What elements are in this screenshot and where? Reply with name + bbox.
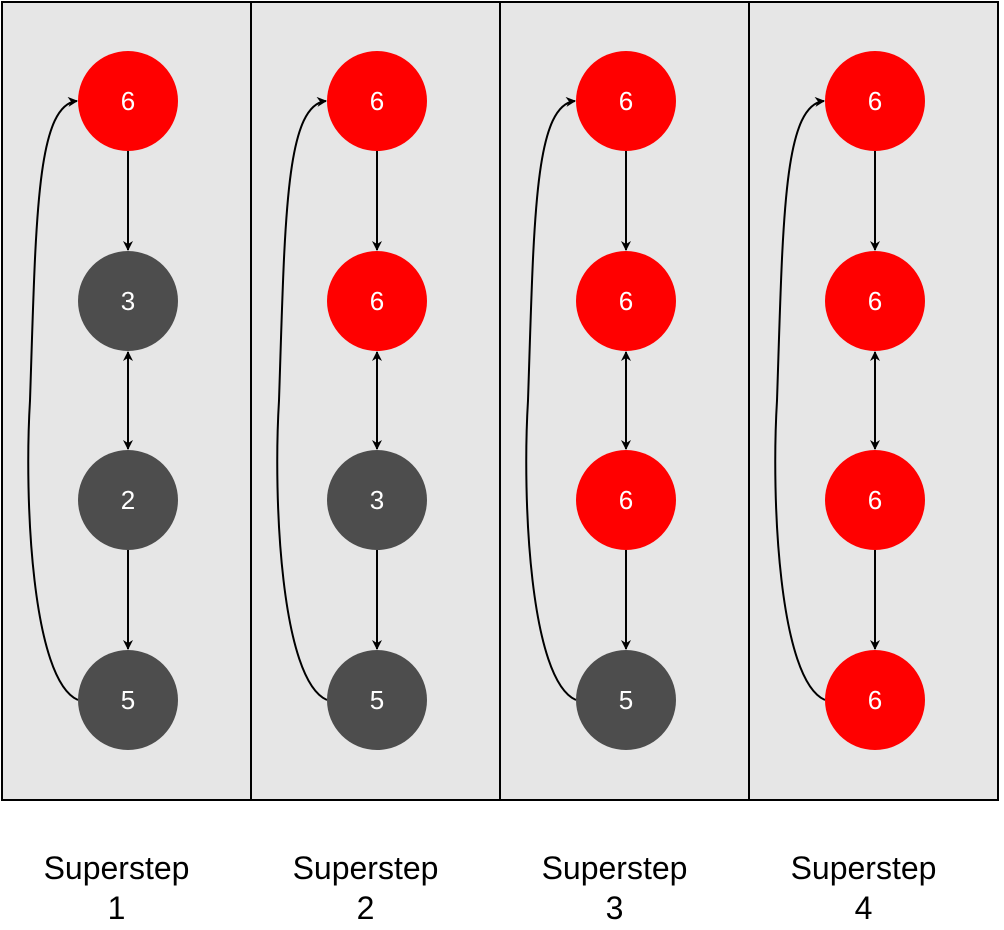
vertex-node: 2 bbox=[78, 450, 178, 550]
loopback-edge bbox=[774, 96, 826, 701]
caption-number: 1 bbox=[107, 890, 126, 926]
caption-word: Superstep bbox=[43, 850, 190, 886]
vertex-node: 6 bbox=[327, 51, 427, 151]
loopback-edge bbox=[27, 96, 79, 701]
vertex-node: 3 bbox=[78, 251, 178, 351]
vertex-value: 6 bbox=[619, 286, 633, 316]
caption-word: Superstep bbox=[790, 850, 937, 886]
vertex-node: 6 bbox=[825, 251, 925, 351]
vertex-value: 6 bbox=[370, 86, 384, 116]
vertex-circle bbox=[327, 450, 427, 550]
vertex-value: 6 bbox=[370, 286, 384, 316]
vertex-circle bbox=[576, 650, 676, 750]
vertex-circle bbox=[825, 51, 925, 151]
vertex-node: 5 bbox=[327, 650, 427, 750]
vertex-circle bbox=[576, 251, 676, 351]
vertex-node: 6 bbox=[825, 51, 925, 151]
vertex-value: 6 bbox=[868, 286, 882, 316]
caption-word: Superstep bbox=[541, 850, 688, 886]
vertex-circle bbox=[78, 450, 178, 550]
vertex-node: 6 bbox=[78, 51, 178, 151]
caption-word: Superstep bbox=[292, 850, 439, 886]
vertex-value: 6 bbox=[619, 86, 633, 116]
superstep-caption-4: Superstep 4 bbox=[739, 848, 988, 928]
vertex-circle bbox=[327, 251, 427, 351]
superstep-panel-4: 6 6 6 6 bbox=[748, 1, 999, 801]
vertex-value: 6 bbox=[868, 685, 882, 715]
vertex-node: 3 bbox=[327, 450, 427, 550]
vertex-node: 6 bbox=[576, 51, 676, 151]
vertex-circle bbox=[825, 450, 925, 550]
vertex-circle bbox=[78, 251, 178, 351]
superstep-panel-3: 6 6 6 5 bbox=[499, 1, 750, 801]
vertex-circle bbox=[576, 51, 676, 151]
superstep-caption-3: Superstep 3 bbox=[490, 848, 739, 928]
loopback-edge bbox=[276, 96, 328, 701]
vertex-value: 6 bbox=[619, 485, 633, 515]
vertex-value: 5 bbox=[121, 685, 135, 715]
vertex-circle bbox=[78, 650, 178, 750]
vertex-node: 6 bbox=[327, 251, 427, 351]
vertex-value: 6 bbox=[121, 86, 135, 116]
caption-number: 2 bbox=[356, 890, 375, 926]
vertex-node: 5 bbox=[78, 650, 178, 750]
vertex-circle bbox=[825, 251, 925, 351]
vertex-value: 3 bbox=[370, 485, 384, 515]
loopback-edge bbox=[525, 96, 577, 701]
vertex-value: 2 bbox=[121, 485, 135, 515]
vertex-circle bbox=[78, 51, 178, 151]
vertex-value: 3 bbox=[121, 286, 135, 316]
vertex-circle bbox=[825, 650, 925, 750]
vertex-circle bbox=[327, 51, 427, 151]
vertex-node: 6 bbox=[825, 650, 925, 750]
vertex-node: 5 bbox=[576, 650, 676, 750]
superstep-caption-1: Superstep 1 bbox=[0, 848, 241, 928]
vertex-node: 6 bbox=[576, 450, 676, 550]
vertex-node: 6 bbox=[576, 251, 676, 351]
superstep-panel-2: 6 6 3 5 bbox=[250, 1, 501, 801]
vertex-circle bbox=[327, 650, 427, 750]
vertex-value: 6 bbox=[868, 485, 882, 515]
vertex-value: 5 bbox=[619, 685, 633, 715]
superstep-panel-1: 6 3 2 5 bbox=[1, 1, 252, 801]
vertex-value: 5 bbox=[370, 685, 384, 715]
vertex-value: 6 bbox=[868, 86, 882, 116]
vertex-node: 6 bbox=[825, 450, 925, 550]
caption-number: 4 bbox=[854, 890, 873, 926]
caption-number: 3 bbox=[605, 890, 624, 926]
superstep-caption-2: Superstep 2 bbox=[241, 848, 490, 928]
vertex-circle bbox=[576, 450, 676, 550]
